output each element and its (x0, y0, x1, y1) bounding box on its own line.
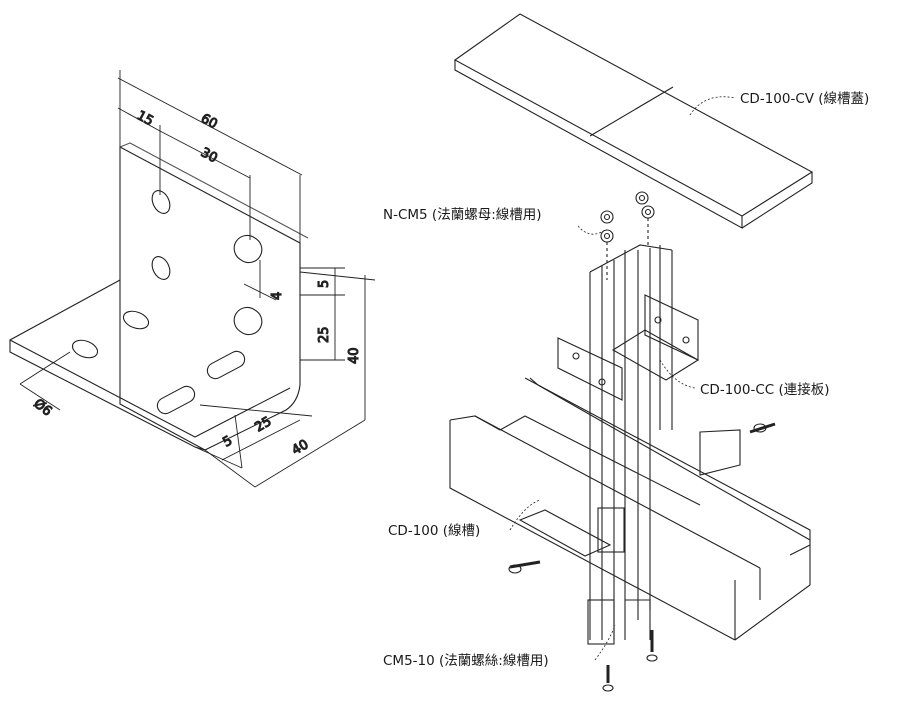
label-screw: CM5-10 (法蘭螺絲:線槽用) (383, 653, 549, 669)
dim-25-vertical: 25 (317, 326, 332, 343)
leader-lines (509, 96, 736, 661)
connector-plates (518, 294, 700, 557)
bracket-vertical-plate (119, 146, 301, 451)
l-bracket: 60 15 30 5 4 25 40 25 5 40 Ø6 (9, 70, 376, 488)
slot (156, 385, 196, 415)
label-nut: N-CM5 (法蘭螺母:線槽用) (383, 207, 542, 223)
hole (151, 256, 171, 280)
bracket-base-plate (9, 279, 206, 451)
slot (206, 350, 246, 380)
slot (233, 306, 263, 336)
horizontal-duct (449, 377, 811, 641)
hole (151, 190, 171, 214)
vertical-duct (587, 244, 673, 645)
hole (71, 339, 99, 359)
flange-nuts (600, 191, 655, 280)
flange-screws (508, 422, 776, 692)
hole (122, 310, 150, 330)
dim-40-vertical: 40 (347, 347, 362, 364)
label-duct: CD-100 (線槽) (388, 523, 480, 539)
label-cover: CD-100-CV (線槽蓋) (740, 91, 869, 107)
dim-15: 15 (134, 108, 156, 129)
slot (233, 234, 263, 264)
label-connector: CD-100-CC (連接板) (700, 381, 830, 398)
dim-30: 30 (198, 145, 220, 166)
dim-4: 4 (270, 292, 285, 300)
dim-60: 60 (198, 111, 220, 132)
dim-25-horizontal: 25 (253, 414, 275, 435)
dim-40-horizontal: 40 (290, 437, 312, 458)
dim-diameter-6: Ø6 (31, 396, 55, 419)
duct-cover (453, 13, 814, 229)
dim-5-vertical: 5 (317, 280, 332, 288)
assembly (449, 13, 814, 692)
